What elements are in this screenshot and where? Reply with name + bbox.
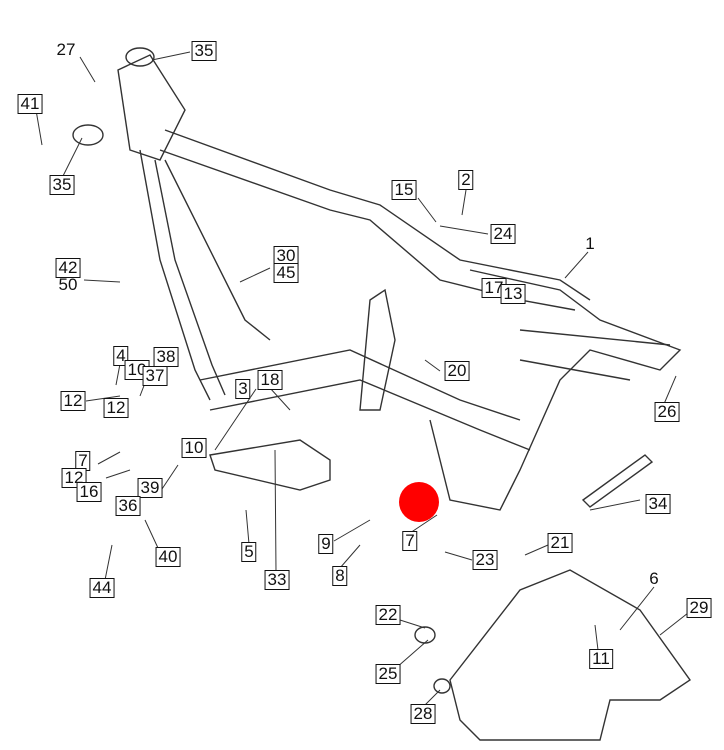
seat-post (359, 288, 396, 411)
callout-42: 42 (55, 258, 81, 278)
callout-30: 30 (273, 246, 299, 266)
steering-head (117, 54, 186, 161)
callout-12: 12 (103, 398, 129, 418)
callout-45: 45 (273, 263, 299, 283)
callout-21: 21 (547, 533, 573, 553)
callout-8: 8 (332, 566, 348, 586)
callout-38: 38 (153, 347, 179, 367)
red-marker-dot (399, 482, 439, 522)
backbone-tube (164, 129, 591, 301)
down-tube (139, 149, 211, 401)
callout-36: 36 (115, 496, 141, 516)
callout-28: 28 (410, 704, 436, 724)
callout-7: 7 (402, 531, 418, 551)
callout-5: 5 (241, 542, 257, 562)
leader-lines (35, 51, 689, 707)
bottom-plate (209, 439, 331, 491)
callout-1: 1 (585, 234, 595, 253)
axle (581, 454, 654, 508)
callout-17: 17 (481, 278, 507, 298)
callout-40: 40 (155, 547, 181, 567)
callout-2: 2 (458, 170, 474, 190)
bearing-cup-bottom (72, 124, 104, 146)
callout-35: 35 (49, 175, 75, 195)
callout-25: 25 (375, 664, 401, 684)
callout-23: 23 (472, 550, 498, 570)
callout-6: 6 (649, 569, 659, 588)
callout-16: 16 (76, 482, 102, 502)
callout-29: 29 (686, 598, 712, 618)
callout-22: 22 (375, 605, 401, 625)
callout-9: 9 (318, 534, 334, 554)
bearing-cup-top (125, 47, 155, 67)
callout-39: 39 (137, 478, 163, 498)
swingarm (449, 569, 691, 741)
callout-10: 10 (124, 360, 150, 380)
callout-44: 44 (89, 578, 115, 598)
callout-10: 10 (181, 438, 207, 458)
callout-12: 12 (60, 391, 86, 411)
callout-3: 3 (235, 379, 251, 399)
callout-34: 34 (645, 494, 671, 514)
callout-20: 20 (444, 361, 470, 381)
rear-frame (429, 269, 682, 511)
callout-37: 37 (142, 366, 168, 386)
callout-24: 24 (490, 224, 516, 244)
callout-18: 18 (257, 370, 283, 390)
callout-35: 35 (191, 41, 217, 61)
callout-41: 41 (17, 94, 43, 114)
callout-50: 50 (58, 275, 78, 294)
callout-11: 11 (589, 649, 613, 669)
lower-rail (199, 349, 521, 421)
callout-27: 27 (56, 40, 76, 59)
callout-33: 33 (264, 570, 290, 590)
callout-13: 13 (500, 284, 526, 304)
callout-26: 26 (654, 402, 680, 422)
callout-15: 15 (391, 180, 417, 200)
